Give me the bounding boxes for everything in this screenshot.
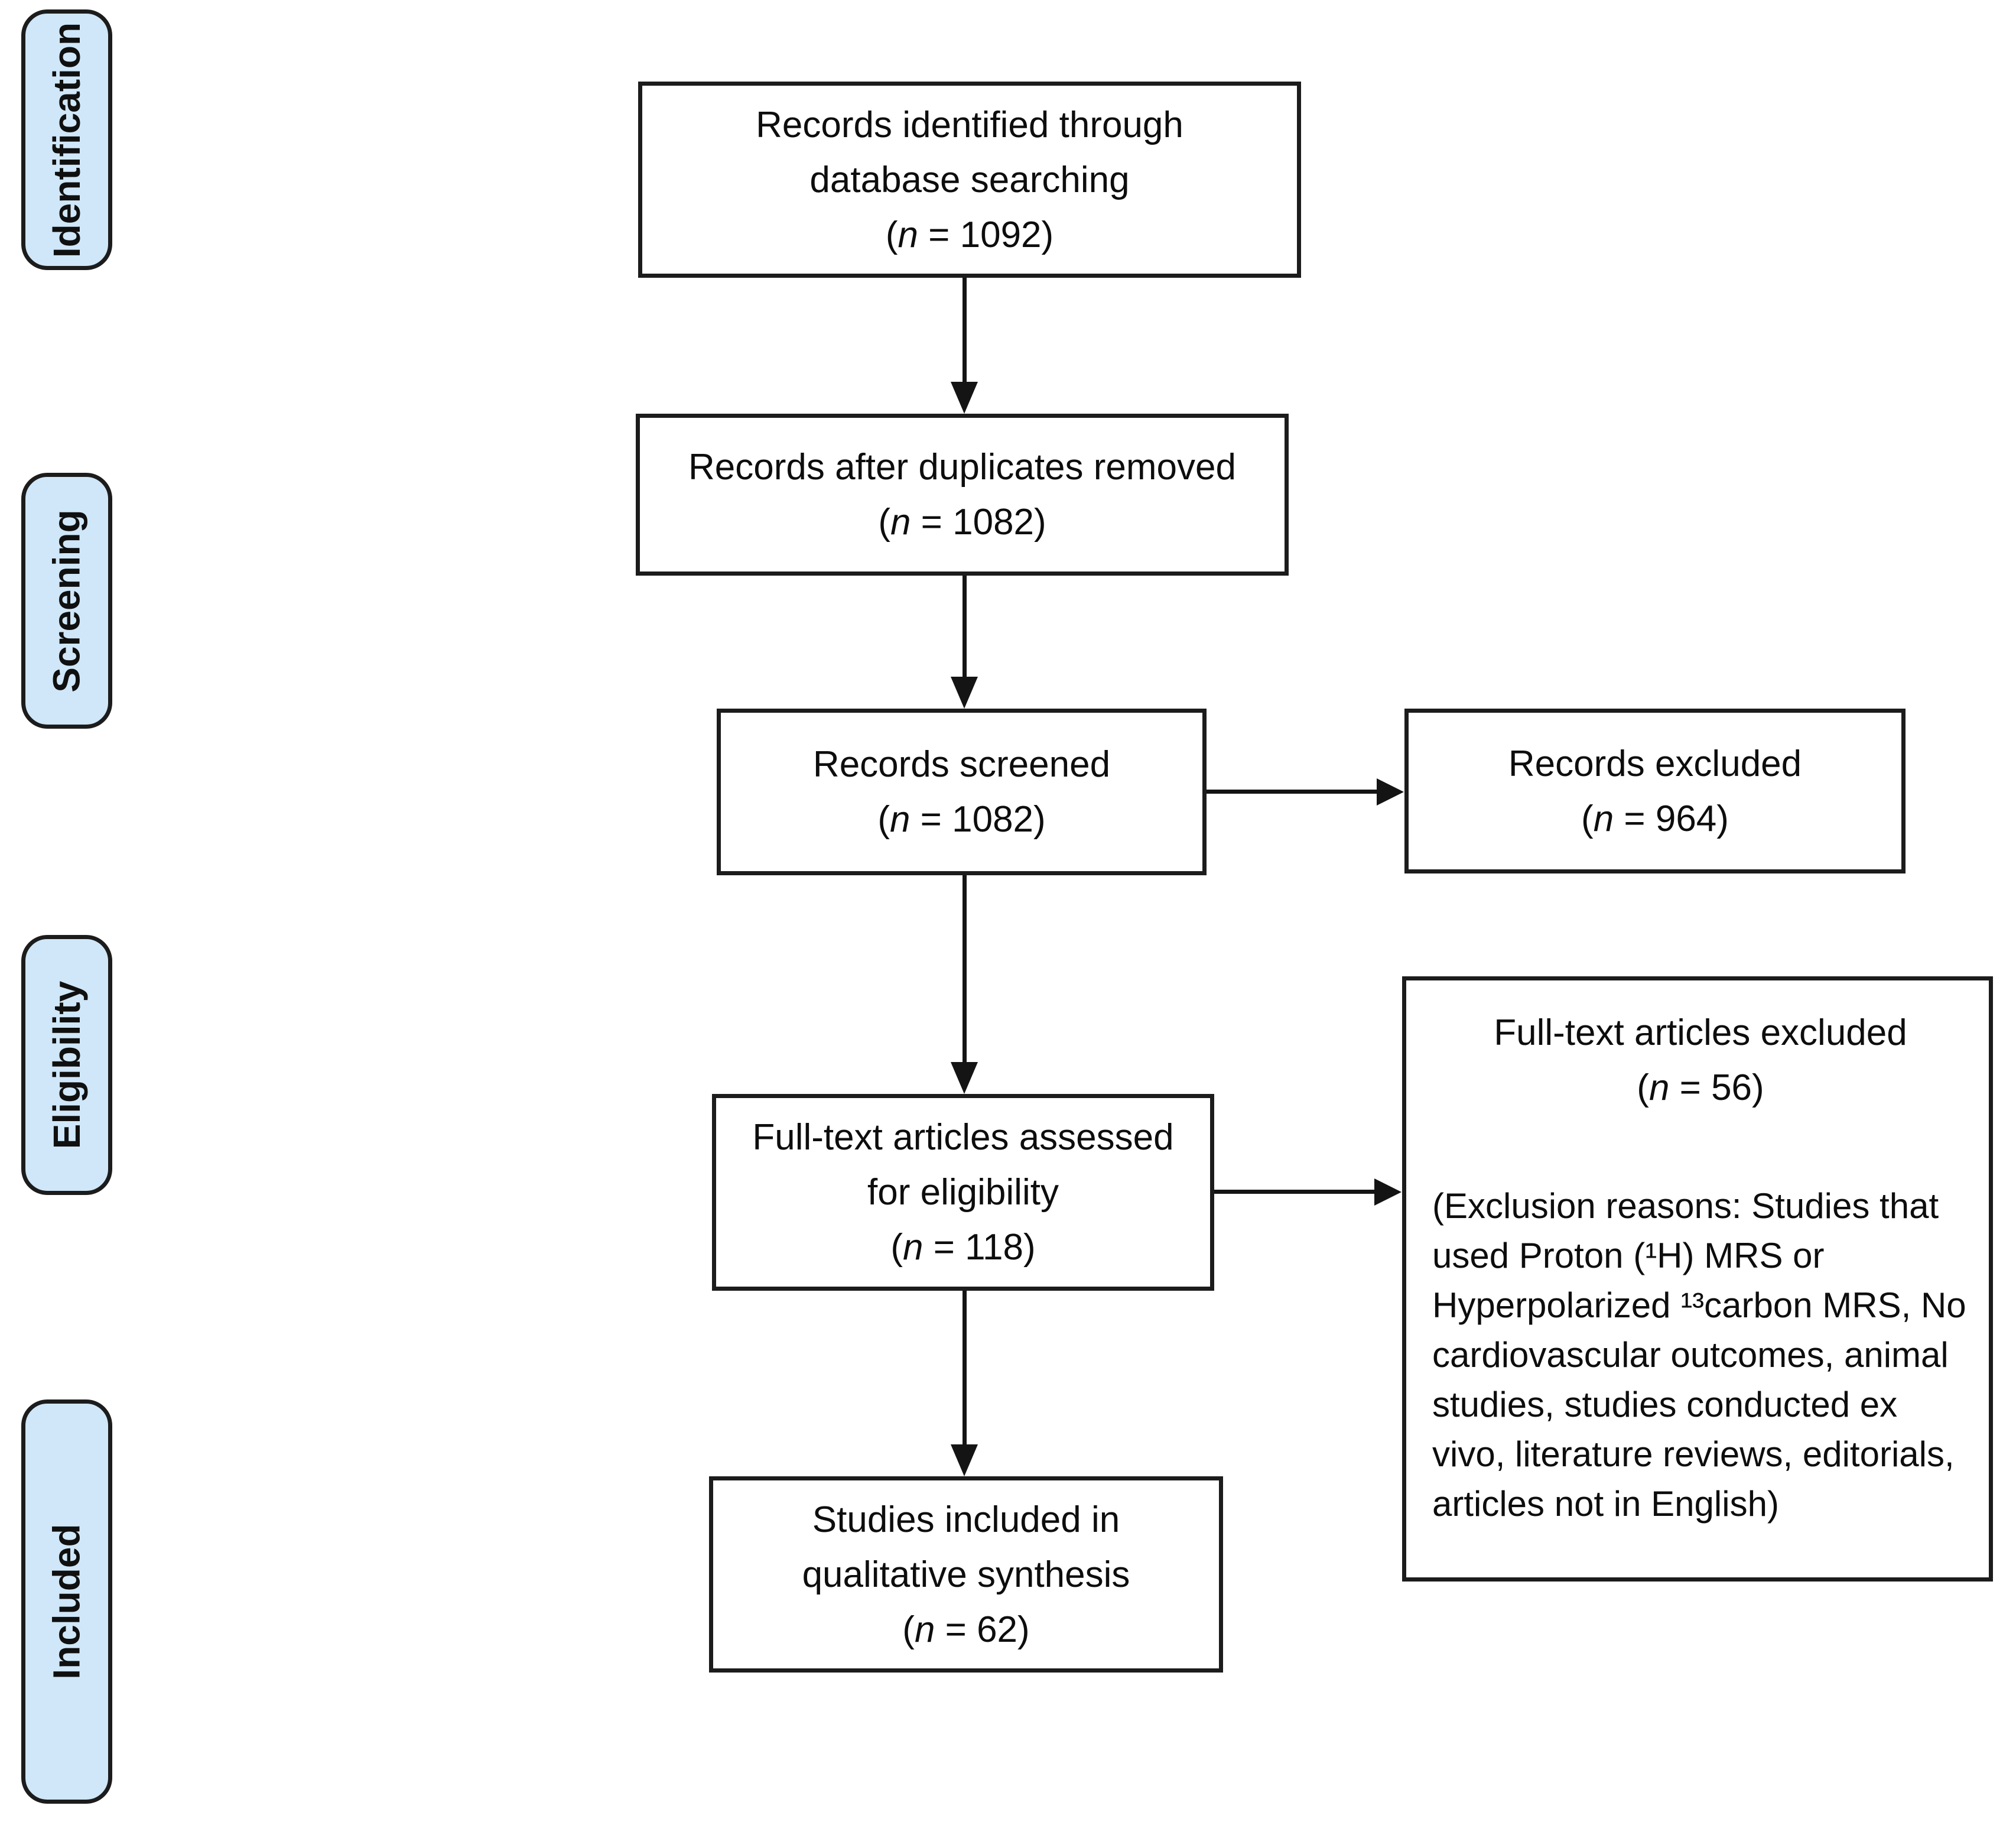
box-records-excluded: Records excluded (n = 964) (1404, 709, 1906, 873)
box-fulltext-assessed-line2: for eligibility (867, 1172, 1059, 1213)
arrow-head-screened-to-excluded (1377, 778, 1404, 806)
box-records-identified-count: (n = 1092) (885, 214, 1054, 255)
box-records-identified: Records identified through database sear… (638, 82, 1301, 278)
box-fulltext-excluded-reasons: (Exclusion reasons: Studies that used Pr… (1432, 1186, 1966, 1524)
stage-label-included-text: Included (45, 1524, 88, 1680)
box-fulltext-excluded-title: Full-text articles excluded (1494, 1012, 1907, 1053)
box-duplicates-removed-count: (n = 1082) (878, 502, 1046, 543)
stage-label-screening: Screening (21, 473, 112, 729)
stage-label-eligibility-text: Eligibility (45, 980, 88, 1149)
box-records-excluded-count: (n = 964) (1581, 798, 1729, 839)
box-duplicates-removed: Records after duplicates removed (n = 10… (636, 414, 1289, 576)
arrow-line-assessed-to-fulltext-excluded (1214, 1190, 1374, 1194)
box-included-synthesis-line1: Studies included in (812, 1499, 1120, 1540)
box-records-excluded-line1: Records excluded (1508, 743, 1802, 784)
arrow-head-assessed-to-fulltext-excluded (1374, 1178, 1402, 1206)
box-fulltext-assessed-line1: Full-text articles assessed (752, 1117, 1174, 1158)
box-fulltext-assessed-count: (n = 118) (890, 1227, 1036, 1268)
box-records-identified-line1: Records identified through (756, 104, 1183, 145)
arrow-head-identified-to-duplicates (951, 382, 978, 414)
arrow-head-duplicates-to-screened (951, 677, 978, 709)
arrow-line-duplicates-to-screened (963, 576, 967, 677)
box-fulltext-excluded-count: (n = 56) (1637, 1067, 1764, 1108)
stage-label-eligibility: Eligibility (21, 935, 112, 1195)
box-records-screened: Records screened (n = 1082) (717, 709, 1207, 875)
box-included-synthesis-line2: qualitative synthesis (802, 1554, 1130, 1595)
arrow-line-identified-to-duplicates (963, 278, 967, 384)
arrow-head-assessed-to-included (951, 1444, 978, 1476)
arrow-line-screened-to-excluded (1207, 790, 1377, 794)
stage-label-identification: Identification (21, 9, 112, 270)
box-included-synthesis: Studies included in qualitative synthesi… (709, 1476, 1223, 1673)
stage-label-screening-text: Screening (45, 509, 88, 693)
stage-label-included: Included (21, 1399, 112, 1804)
box-fulltext-excluded: Full-text articles excluded (n = 56) (Ex… (1402, 976, 1993, 1582)
box-included-synthesis-count: (n = 62) (902, 1609, 1030, 1650)
box-duplicates-removed-line1: Records after duplicates removed (688, 447, 1236, 488)
box-records-screened-count: (n = 1082) (877, 799, 1046, 840)
box-records-identified-line2: database searching (809, 159, 1130, 200)
arrow-head-screened-to-assessed (951, 1062, 978, 1094)
stage-label-identification-text: Identification (45, 22, 88, 258)
arrow-line-screened-to-assessed (963, 875, 967, 1063)
arrow-line-assessed-to-included (963, 1291, 967, 1446)
box-records-screened-line1: Records screened (812, 744, 1111, 785)
box-fulltext-assessed: Full-text articles assessed for eligibil… (712, 1094, 1214, 1291)
